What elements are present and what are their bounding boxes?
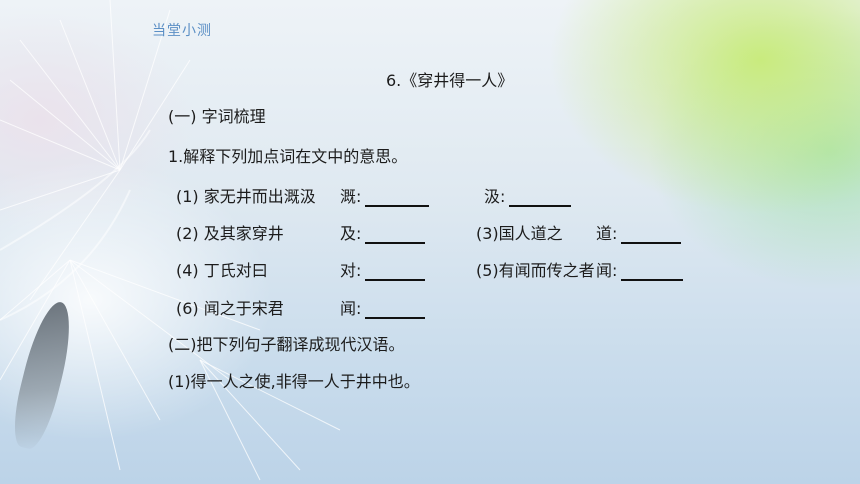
- answer-blank[interactable]: [365, 189, 430, 207]
- answer-blank[interactable]: [365, 301, 426, 319]
- answer-blank[interactable]: [621, 226, 682, 244]
- sentence-1: (1)得一人之使,非得一人于井中也。: [168, 372, 420, 391]
- answer-label: 闻:: [596, 261, 618, 280]
- answer-slot-3: 道:: [596, 220, 682, 244]
- item-6: (6) 闻之于宋君: [176, 299, 284, 318]
- answer-blank[interactable]: [509, 189, 572, 207]
- answer-slot-5: 闻:: [596, 257, 684, 281]
- answer-label: 及:: [340, 224, 362, 243]
- item-1: (1) 家无井而出溉汲: [176, 187, 316, 206]
- item-2: (2) 及其家穿井: [176, 224, 284, 243]
- answer-slot-1a: 溉:: [340, 183, 430, 207]
- answer-slot-1b: 汲:: [484, 183, 572, 207]
- answer-slot-4: 对:: [340, 257, 426, 281]
- section-heading-2: (二)把下列句子翻译成现代汉语。: [168, 335, 405, 354]
- section-heading-1: (一) 字词梳理: [168, 107, 266, 126]
- answer-blank[interactable]: [365, 263, 426, 281]
- answer-label: 对:: [340, 261, 362, 280]
- item-3: (3)国人道之: [476, 224, 563, 243]
- answer-slot-2: 及:: [340, 220, 426, 244]
- task-1-instruction: 1.解释下列加点词在文中的意思。: [168, 147, 408, 166]
- answer-label: 闻:: [340, 299, 362, 318]
- answer-label: 道:: [596, 224, 618, 243]
- page-title: 6.《穿井得一人》: [386, 71, 514, 90]
- answer-label: 溉:: [340, 187, 362, 206]
- item-4: (4) 丁氏对曰: [176, 261, 268, 280]
- answer-slot-6: 闻:: [340, 295, 426, 319]
- answer-blank[interactable]: [621, 263, 684, 281]
- answer-blank[interactable]: [365, 226, 426, 244]
- header-label: 当堂小测: [152, 23, 212, 39]
- answer-label: 汲:: [484, 187, 506, 206]
- item-5: (5)有闻而传之者: [476, 261, 595, 280]
